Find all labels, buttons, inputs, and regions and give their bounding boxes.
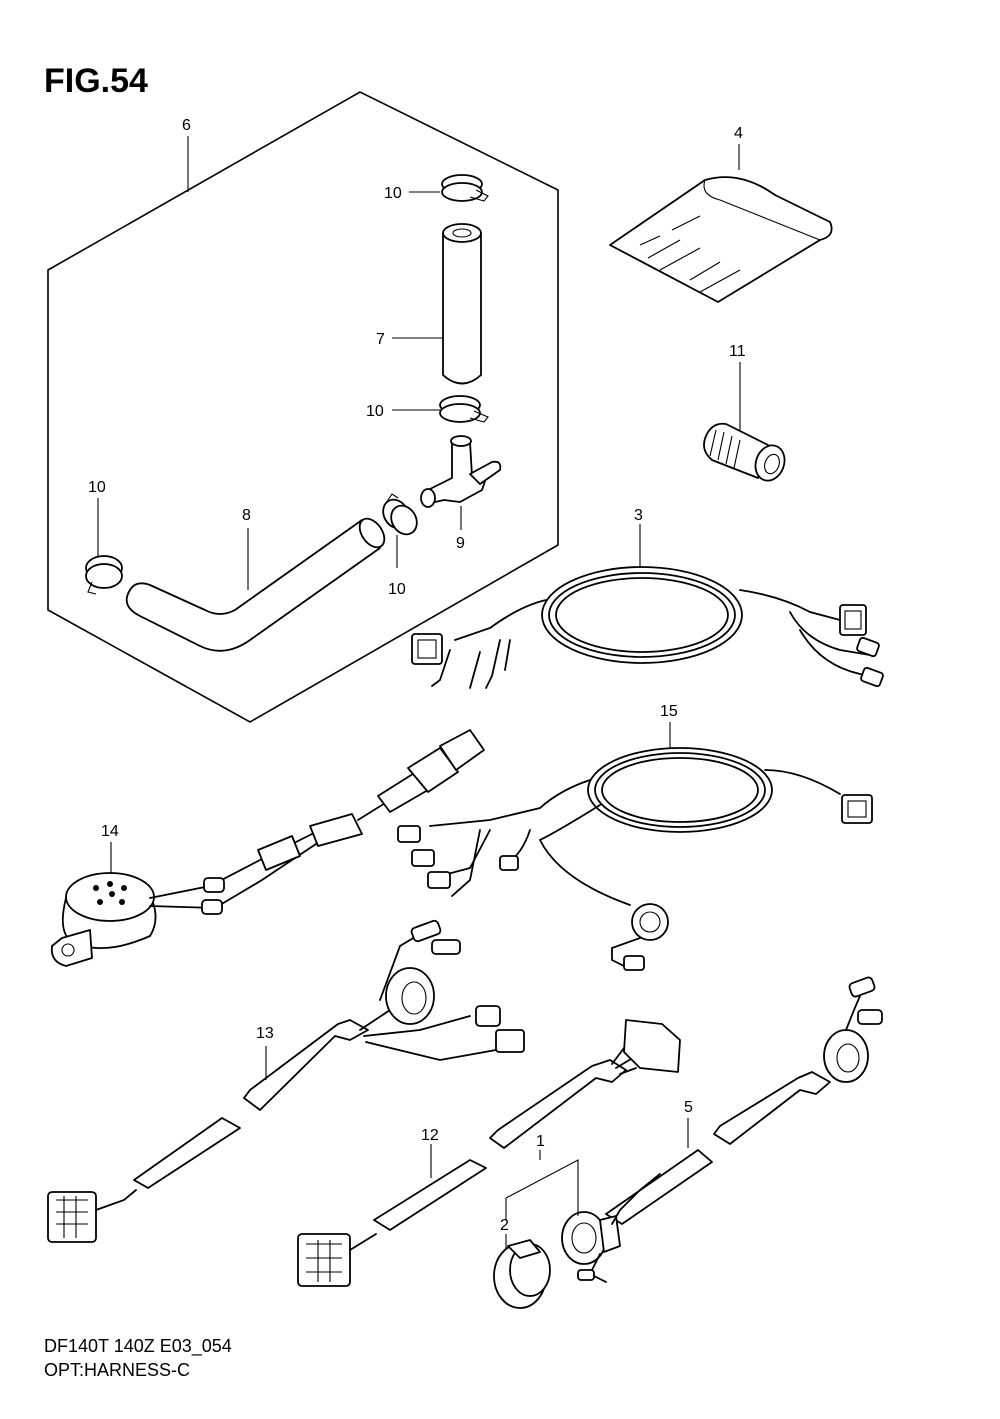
callout-8: 8 xyxy=(242,507,251,524)
callout-10-top: 10 xyxy=(384,185,402,202)
callout-9: 9 xyxy=(456,535,465,552)
callout-7: 7 xyxy=(376,331,385,348)
model-code: DF140T 140Z E03_054 xyxy=(44,1336,232,1356)
part-7-hose xyxy=(442,223,482,385)
callout-14: 14 xyxy=(101,823,119,840)
part-1-2-socket-assembly xyxy=(493,1173,661,1309)
part-3-harness xyxy=(411,566,884,689)
callout-1: 1 xyxy=(536,1133,545,1150)
part-10-clamp-top xyxy=(441,174,489,202)
callout-10-mid: 10 xyxy=(366,403,384,420)
callout-12: 12 xyxy=(421,1127,439,1144)
callout-4: 4 xyxy=(734,125,743,142)
part-8-elbow-hose xyxy=(125,517,386,652)
callout-13: 13 xyxy=(256,1025,274,1042)
callout-15: 15 xyxy=(660,703,678,720)
callout-10-right: 10 xyxy=(388,581,406,598)
callout-2: 2 xyxy=(500,1217,509,1234)
part-10-clamp-right xyxy=(382,493,418,536)
callout-3: 3 xyxy=(634,507,643,524)
section-name: OPT:HARNESS-C xyxy=(44,1360,191,1380)
part-15-harness xyxy=(397,747,873,971)
part-11-plug xyxy=(703,422,786,482)
part-14-buzzer xyxy=(50,729,485,967)
figure-title: FIG.54 xyxy=(44,62,148,100)
leader-lines xyxy=(97,136,741,1250)
part-10-clamp-left xyxy=(85,555,123,595)
callout-11: 11 xyxy=(729,343,746,360)
kit-6-outline xyxy=(47,91,559,723)
callout-6: 6 xyxy=(182,117,191,134)
part-10-clamp-mid xyxy=(439,395,489,423)
part-13-harness xyxy=(47,919,525,1243)
callout-labels: 6 10 7 10 9 8 10 10 4 11 3 15 14 13 12 5… xyxy=(88,117,746,1234)
part-12-harness xyxy=(297,1019,681,1287)
callout-10-left: 10 xyxy=(88,479,106,496)
part-5-harness xyxy=(605,976,883,1225)
callout-5: 5 xyxy=(684,1099,693,1116)
part-4-parts-bag xyxy=(609,176,833,303)
part-9-t-joint xyxy=(420,435,502,508)
